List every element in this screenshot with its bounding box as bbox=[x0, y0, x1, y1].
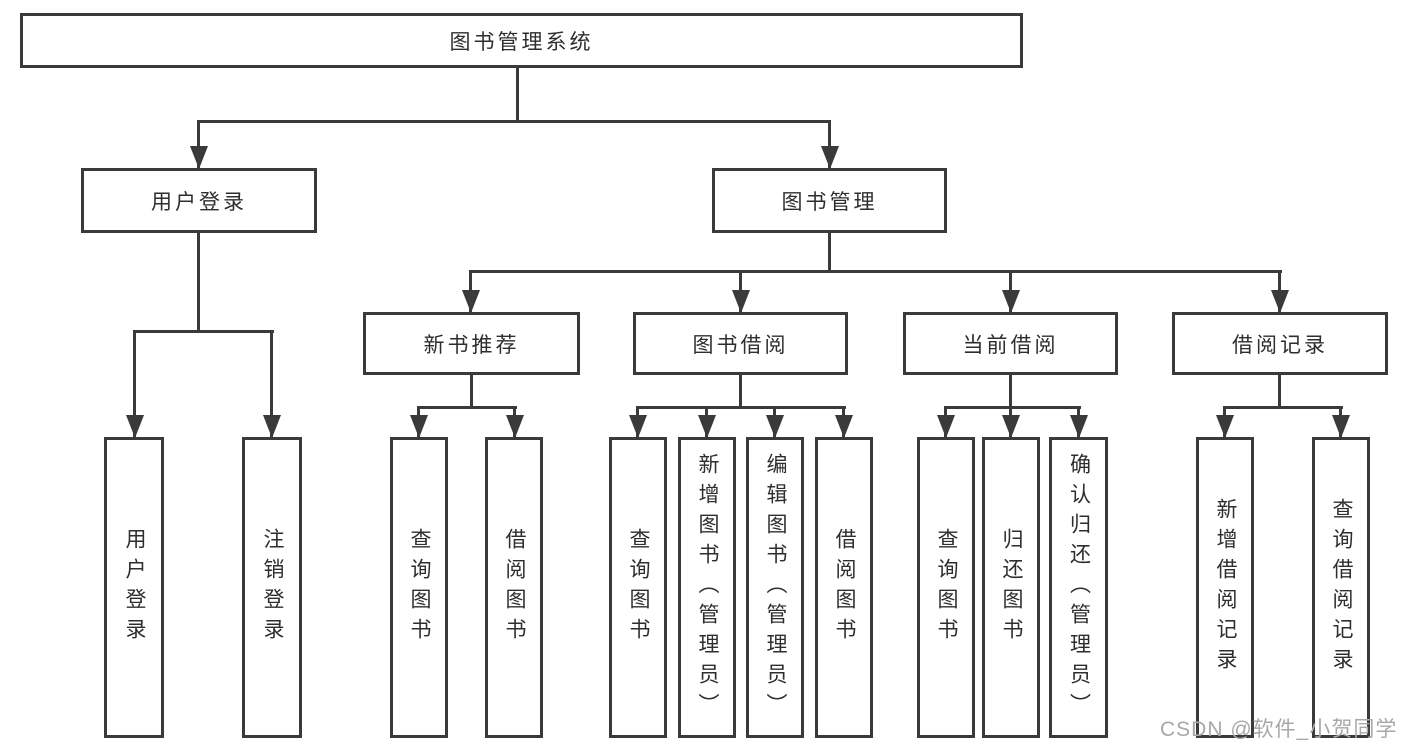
node-label: 新增图书（管理员） bbox=[696, 452, 719, 723]
node-label: 用户登录 bbox=[123, 527, 146, 648]
csdn-watermark: CSDN @软件_小贺同学 bbox=[1160, 718, 1398, 741]
node-logout-leaf: 注销登录 bbox=[242, 437, 302, 738]
node-label: 用户登录 bbox=[151, 190, 247, 214]
down-arrow-icon bbox=[469, 270, 472, 312]
node-label: 归还图书 bbox=[1000, 527, 1023, 648]
node-book-management: 图书管理 bbox=[712, 168, 947, 233]
node-confirm-return-admin: 确认归还（管理员） bbox=[1049, 437, 1108, 738]
down-arrow-icon bbox=[773, 406, 776, 437]
node-label: 当前借阅 bbox=[962, 333, 1059, 357]
node-query-books-current: 查询图书 bbox=[917, 437, 975, 738]
connector-vline bbox=[1009, 375, 1012, 409]
down-arrow-icon bbox=[1278, 270, 1281, 312]
node-add-books-admin: 新增图书（管理员） bbox=[678, 437, 736, 738]
connector-hline bbox=[133, 330, 274, 333]
down-arrow-icon bbox=[1009, 270, 1012, 312]
down-arrow-icon bbox=[1009, 406, 1012, 437]
node-book-borrowing: 图书借阅 bbox=[633, 312, 848, 375]
down-arrow-icon bbox=[944, 406, 947, 437]
down-arrow-icon bbox=[417, 406, 420, 437]
node-library-management-system: 图书管理系统 bbox=[20, 13, 1023, 68]
node-label: 借阅图书 bbox=[833, 527, 856, 648]
node-label: 编辑图书（管理员） bbox=[764, 452, 787, 723]
connector-vline bbox=[739, 375, 742, 409]
connector-vline bbox=[1278, 375, 1281, 409]
node-label: 查询图书 bbox=[935, 527, 958, 648]
connector-hline bbox=[469, 270, 1282, 273]
node-label: 查询图书 bbox=[408, 527, 431, 648]
node-label: 查询借阅记录 bbox=[1330, 497, 1353, 678]
down-arrow-icon bbox=[842, 406, 845, 437]
node-label: 图书管理 bbox=[781, 190, 878, 214]
node-label: 图书借阅 bbox=[692, 333, 789, 357]
down-arrow-icon bbox=[270, 330, 273, 437]
connector-vline bbox=[828, 233, 831, 273]
connector-hline bbox=[197, 120, 831, 123]
node-label: 注销登录 bbox=[261, 527, 284, 648]
node-edit-books-admin: 编辑图书（管理员） bbox=[746, 437, 804, 738]
down-arrow-icon bbox=[1077, 406, 1080, 437]
node-borrow-books-recommend: 借阅图书 bbox=[485, 437, 543, 738]
node-query-borrow-record: 查询借阅记录 bbox=[1312, 437, 1370, 738]
connector-hline bbox=[417, 406, 517, 409]
node-user-login-leaf: 用户登录 bbox=[104, 437, 164, 738]
node-query-books-recommend: 查询图书 bbox=[390, 437, 448, 738]
node-label: 确认归还（管理员） bbox=[1067, 452, 1091, 723]
node-borrowing-records: 借阅记录 bbox=[1172, 312, 1388, 375]
connector-hline bbox=[1223, 406, 1343, 409]
connector-vline bbox=[197, 233, 200, 333]
node-current-borrowing: 当前借阅 bbox=[903, 312, 1118, 375]
node-add-borrow-record: 新增借阅记录 bbox=[1196, 437, 1254, 738]
node-label: 新书推荐 bbox=[423, 333, 520, 357]
node-label: 借阅图书 bbox=[503, 527, 526, 648]
down-arrow-icon bbox=[197, 120, 200, 168]
down-arrow-icon bbox=[513, 406, 516, 437]
node-label: 新增借阅记录 bbox=[1214, 497, 1237, 678]
node-query-books-borrowing: 查询图书 bbox=[609, 437, 667, 738]
node-user-login: 用户登录 bbox=[81, 168, 317, 233]
down-arrow-icon bbox=[705, 406, 708, 437]
down-arrow-icon bbox=[739, 270, 742, 312]
down-arrow-icon bbox=[1223, 406, 1226, 437]
node-return-books: 归还图书 bbox=[982, 437, 1040, 738]
node-new-book-recommendation: 新书推荐 bbox=[363, 312, 580, 375]
connector-vline bbox=[516, 68, 519, 123]
node-label: 图书管理系统 bbox=[449, 30, 594, 54]
down-arrow-icon bbox=[1339, 406, 1342, 437]
connector-hline bbox=[636, 406, 846, 409]
node-borrow-books-leaf: 借阅图书 bbox=[815, 437, 873, 738]
down-arrow-icon bbox=[636, 406, 639, 437]
node-label: 借阅记录 bbox=[1232, 333, 1328, 357]
down-arrow-icon bbox=[133, 330, 136, 437]
connector-hline bbox=[944, 406, 1081, 409]
connector-vline bbox=[470, 375, 473, 409]
down-arrow-icon bbox=[828, 120, 831, 168]
node-label: 查询图书 bbox=[627, 527, 650, 648]
